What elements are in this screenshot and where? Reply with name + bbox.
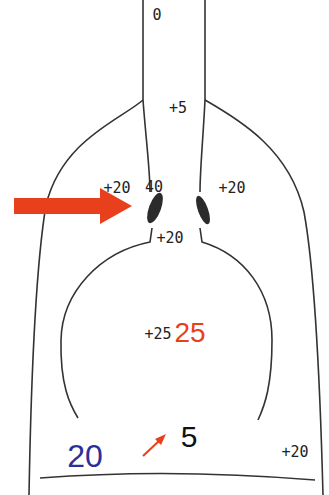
pressure-label: 40 <box>145 180 163 195</box>
diaphragm-line <box>40 473 315 480</box>
pressure-value: 5 <box>181 422 198 452</box>
pressure-label: +20 <box>281 445 308 460</box>
pressure-label: +20 <box>156 231 183 246</box>
pointer-arrow <box>143 440 160 456</box>
pressure-label: 0 <box>152 8 161 23</box>
vocal-cord <box>144 191 166 225</box>
airway-wall <box>200 100 205 192</box>
trachea-outer-wall <box>205 0 323 495</box>
airway-wall <box>143 100 150 192</box>
pressure-label: +25 <box>144 327 171 342</box>
vocal-cord <box>193 194 213 226</box>
pressure-value: 25 <box>174 319 205 347</box>
pressure-label: +5 <box>169 101 187 116</box>
pointer-arrow <box>155 434 166 445</box>
pressure-label: +20 <box>218 181 245 196</box>
pressure-value: 20 <box>67 440 103 472</box>
pressure-label: +20 <box>103 181 130 196</box>
lung-wall <box>200 228 272 420</box>
trachea-outer-wall <box>29 0 143 495</box>
lung-wall <box>61 228 152 418</box>
